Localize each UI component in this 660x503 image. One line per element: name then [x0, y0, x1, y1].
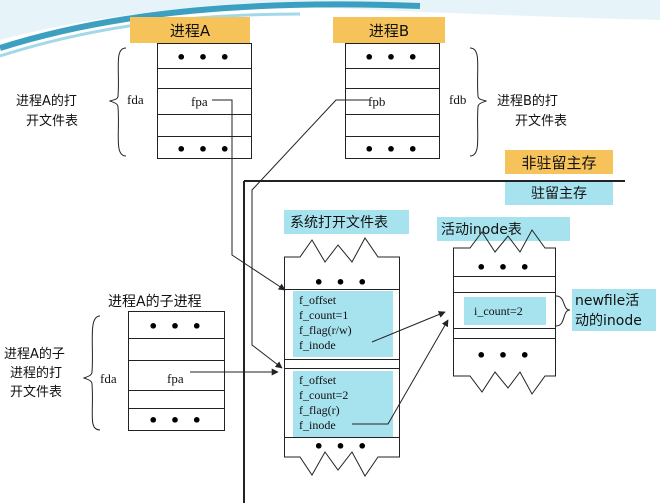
- fdb-label: fdb: [449, 92, 467, 107]
- child-fd-table: • • • • • • fpa: [128, 311, 225, 431]
- child-brace: [82, 315, 101, 431]
- entry1-inode: f_inode: [299, 338, 336, 352]
- arrow-fpa-to-entry1: [212, 99, 286, 291]
- system-entry-1: f_offset f_count=1 f_flag(r/w) f_inode: [293, 291, 393, 357]
- entry1-count: f_count=1: [299, 308, 349, 322]
- entry2-offset: f_offset: [299, 373, 337, 387]
- ellipsis: • • •: [176, 48, 233, 67]
- inode-note-line1: newfile活: [575, 293, 640, 309]
- child-caption-3: 开文件表: [10, 385, 63, 400]
- entry2-inode: f_inode: [299, 418, 336, 432]
- process-b-fd-table: • • • • • • fpb: [345, 43, 440, 159]
- system-table-title: 系统打开文件表: [284, 210, 409, 234]
- system-table-top-edge: [284, 237, 400, 263]
- ellipsis: • • •: [313, 273, 371, 292]
- active-inode-table: • • • i_count=2 • • •: [453, 248, 556, 376]
- arrow-fpb-to-entry2: [251, 99, 370, 369]
- inode-table-top-edge: [453, 229, 556, 253]
- ellipsis: • • •: [313, 437, 371, 456]
- inode-note-line2: 动的inode: [575, 313, 642, 329]
- child-caption-2: 进程的打: [10, 366, 63, 381]
- process-b-title: 进程B: [333, 17, 445, 43]
- ellipsis: • • •: [148, 411, 205, 430]
- inode-table-title: 活动inode表: [437, 217, 570, 241]
- process-a-title: 进程A: [130, 17, 250, 43]
- legend-non-resident: 非驻留主存: [505, 150, 613, 174]
- ellipsis: • • •: [176, 140, 233, 159]
- process-a-brace: [108, 47, 127, 157]
- entry2-flag: f_flag(r): [299, 403, 340, 417]
- process-a-fd-table: • • • • • • fpa: [157, 43, 252, 159]
- child-title: 进程A的子进程: [108, 294, 202, 310]
- fpa-pointer: fpa: [191, 94, 208, 109]
- inode-entry: i_count=2: [464, 297, 546, 325]
- inode-table-bottom-edge: [453, 371, 556, 395]
- entry2-count: f_count=2: [299, 388, 349, 402]
- ellipsis: • • •: [148, 317, 205, 336]
- child-fda-label: fda: [100, 371, 117, 386]
- fpb-pointer: fpb: [368, 94, 386, 109]
- process-b-caption-1: 进程B的打: [497, 94, 558, 109]
- system-entry-2: f_offset f_count=2 f_flag(r) f_inode: [293, 371, 393, 437]
- system-table-bottom-edge: [284, 451, 400, 477]
- process-a-caption-2: 开文件表: [26, 114, 79, 129]
- inode-note-brace: [555, 295, 571, 327]
- ellipsis: • • •: [364, 48, 421, 67]
- process-b-caption-2: 开文件表: [515, 114, 568, 129]
- ellipsis: • • •: [364, 140, 421, 159]
- entry1-flag: f_flag(r/w): [299, 323, 352, 337]
- legend-resident: 驻留主存: [505, 181, 613, 205]
- process-b-brace: [469, 47, 488, 157]
- fda-label: fda: [127, 92, 144, 107]
- ellipsis: • • •: [476, 258, 533, 277]
- process-a-caption-1: 进程A的打: [16, 94, 77, 109]
- entry1-offset: f_offset: [299, 293, 337, 307]
- child-caption-1: 进程A的子: [4, 347, 65, 362]
- child-fpa-pointer: fpa: [167, 371, 184, 386]
- inode-count: i_count=2: [474, 303, 523, 318]
- inode-note: newfile活 动的inode: [572, 289, 656, 331]
- ellipsis: • • •: [476, 346, 533, 365]
- arrow-entry2-to-inode: [352, 319, 449, 425]
- arrow-entry1-to-inode: [371, 311, 446, 343]
